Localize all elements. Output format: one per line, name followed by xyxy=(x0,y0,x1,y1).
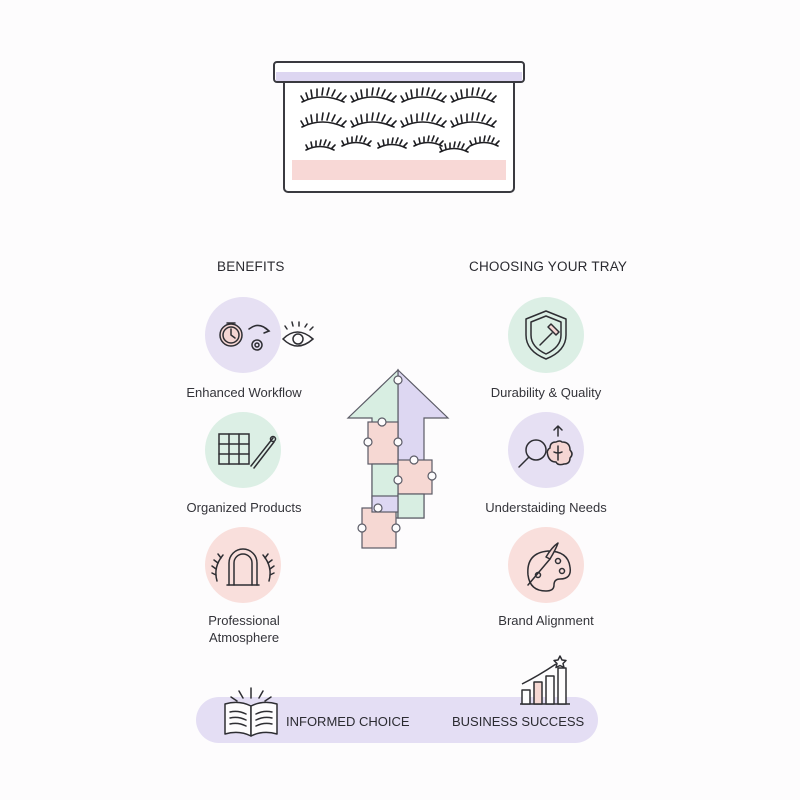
growth-chart-star-icon xyxy=(516,654,572,706)
eyelash-tray-icon xyxy=(272,58,526,196)
choosing-tray-heading: CHOOSING YOUR TRAY xyxy=(469,259,628,274)
professional-atmosphere-label-1: Professional xyxy=(208,613,280,628)
professional-atmosphere-label-2: Atmosphere xyxy=(208,630,280,645)
enhanced-workflow-label: Enhanced Workflow xyxy=(186,385,302,400)
shield-hammer-icon xyxy=(508,297,584,373)
business-success-label: BUSINESS SUCCESS xyxy=(452,714,585,729)
puzzle-arrow-icon xyxy=(346,368,450,554)
magnifier-brain-icon xyxy=(508,412,584,488)
brand-alignment-label: Brand Alignment xyxy=(498,613,594,628)
arch-laurel-icon xyxy=(205,527,281,603)
informed-choice-label: INFORMED CHOICE xyxy=(286,714,410,729)
benefits-heading: BENEFITS xyxy=(217,259,285,274)
enhanced-workflow-circle xyxy=(205,297,281,373)
clock-eye-icon xyxy=(205,297,325,373)
palette-brush-icon xyxy=(508,527,584,603)
organized-products-label: Organized Products xyxy=(186,500,302,515)
durability-quality-label: Durability & Quality xyxy=(490,385,602,400)
understanding-needs-label: Understaiding Needs xyxy=(485,500,607,515)
durability-quality-circle xyxy=(508,297,584,373)
open-book-icon xyxy=(220,676,282,740)
grid-tweezers-icon xyxy=(205,412,285,488)
